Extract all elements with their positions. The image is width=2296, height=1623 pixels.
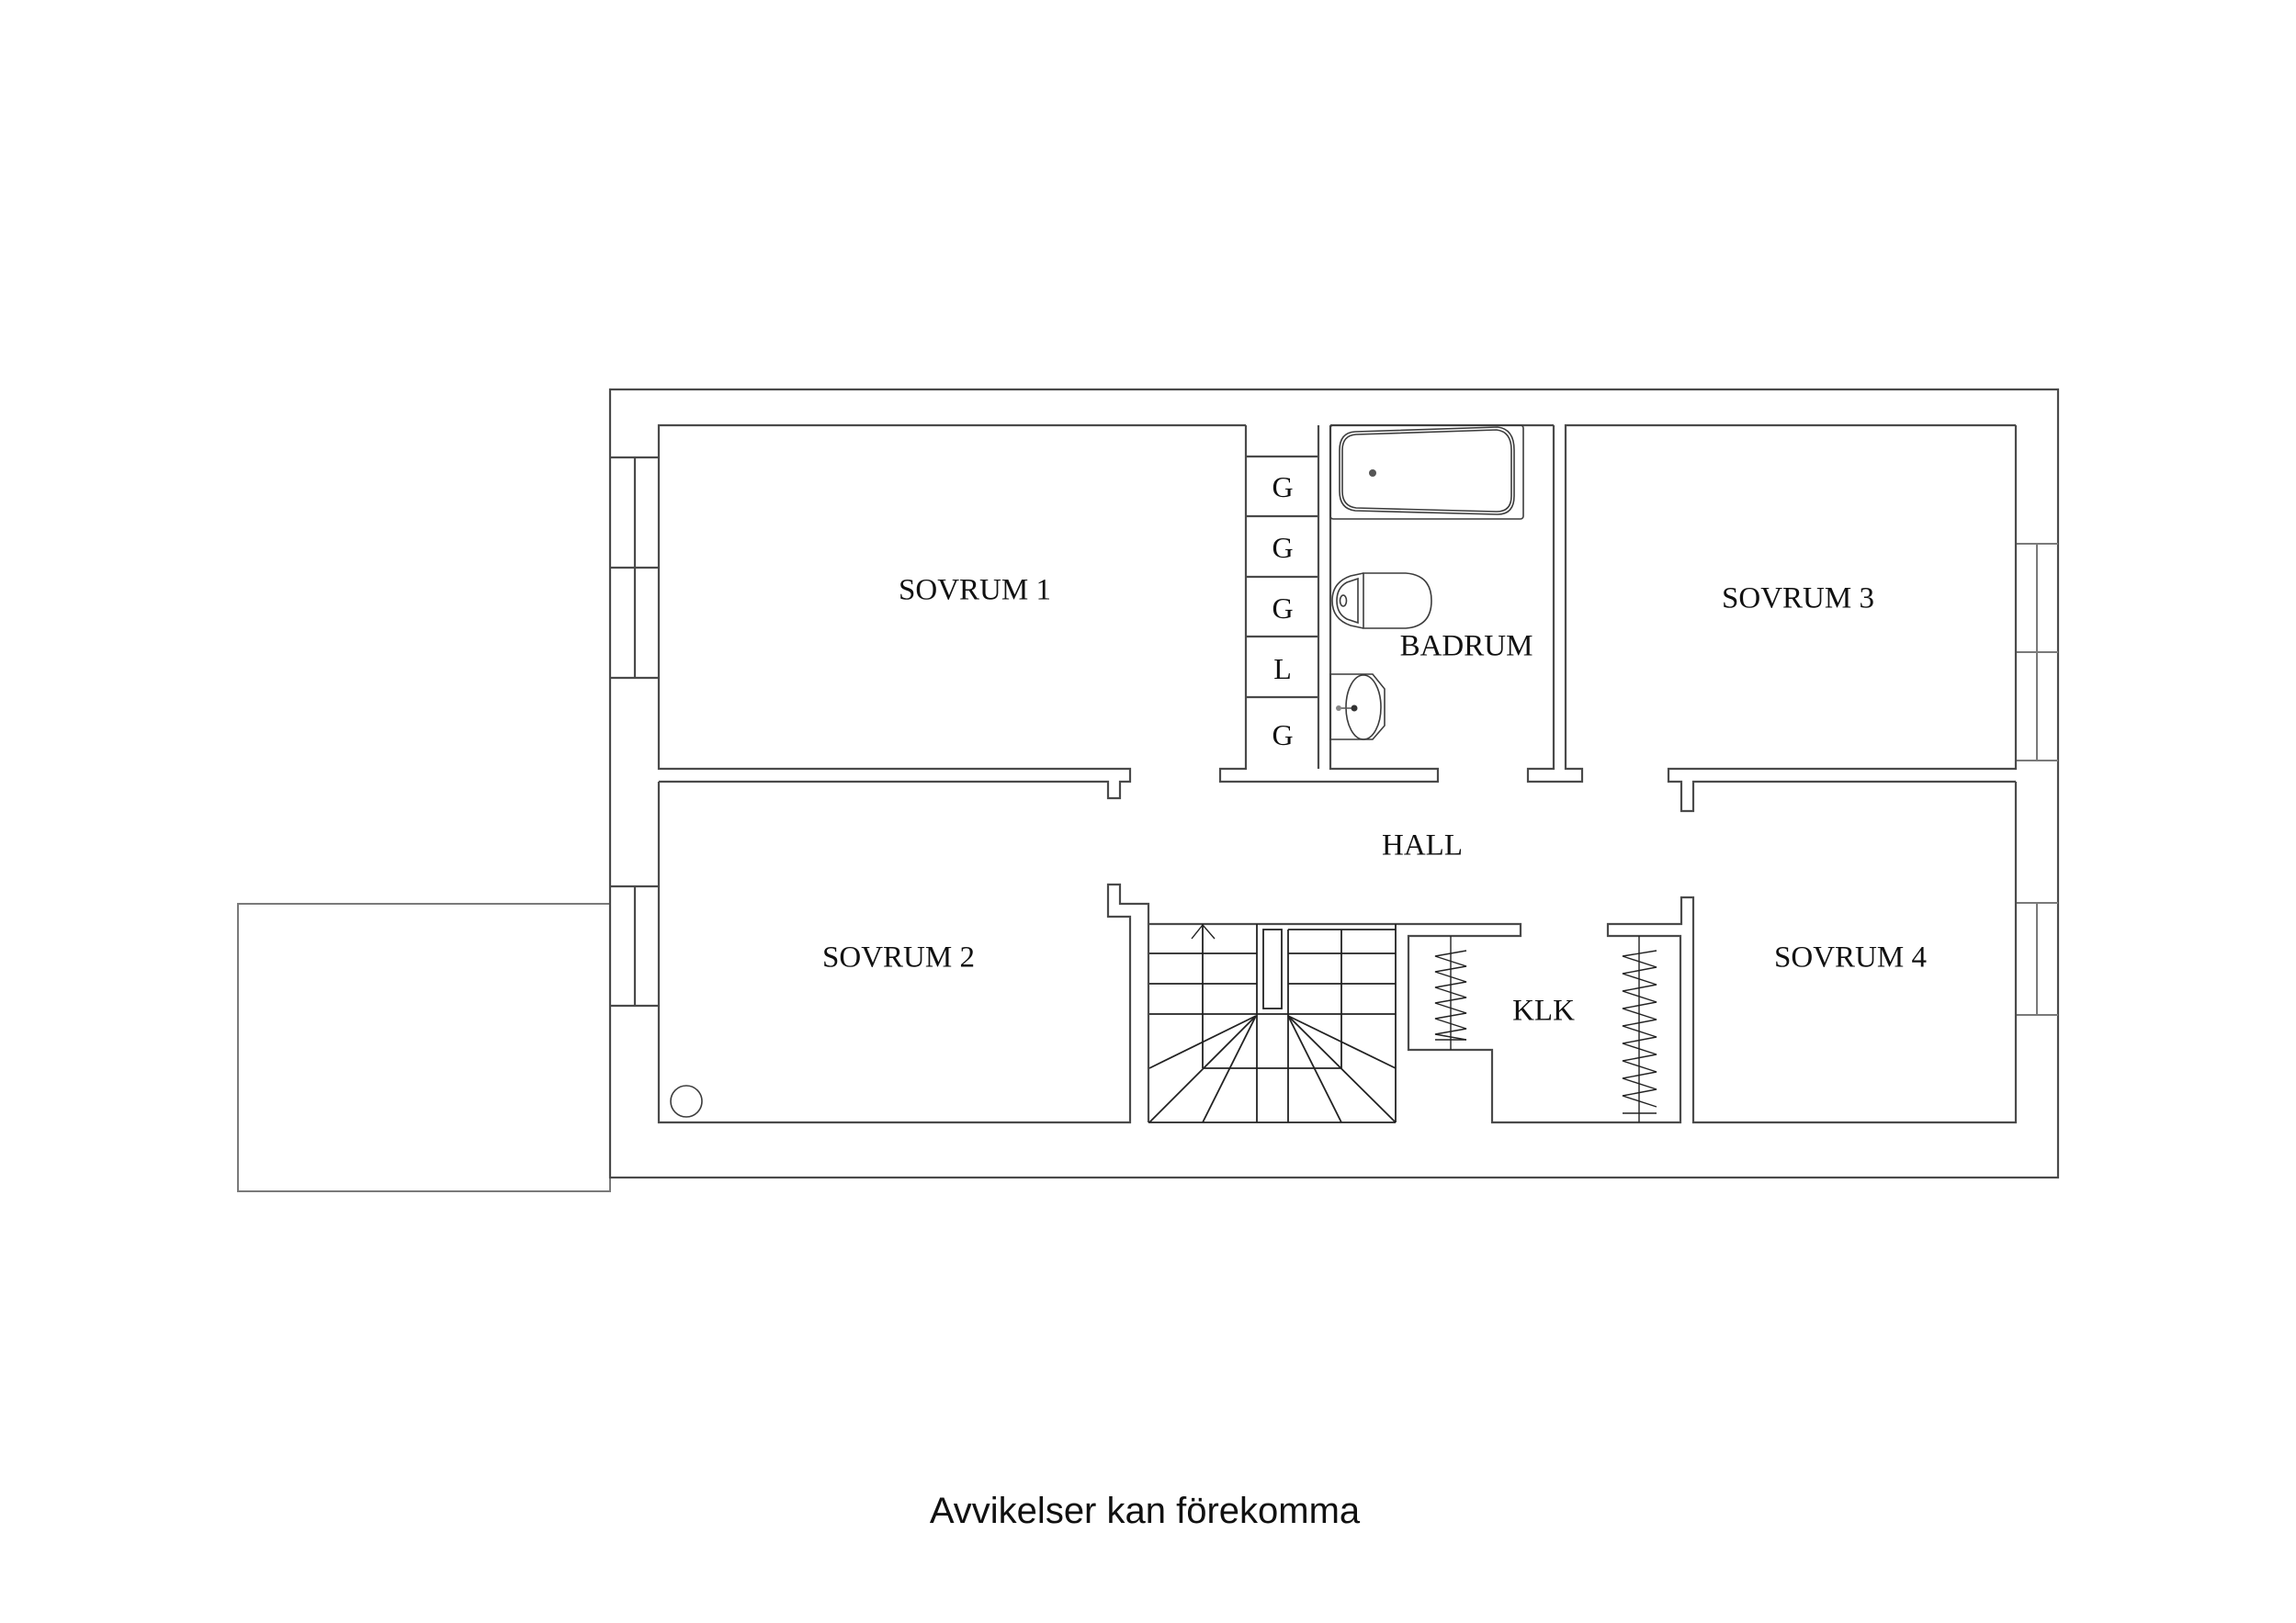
wardrobe-icon: [1434, 936, 1467, 1050]
window-sovrum4: [2016, 902, 2058, 1016]
wardrobe-icon: [1622, 936, 1657, 1122]
closet-label: G: [1272, 718, 1294, 751]
room-label-hall: HALL: [1382, 828, 1463, 862]
toilet-icon: [1331, 572, 1432, 629]
closet-label: G: [1272, 592, 1294, 625]
sovrum3-walls: [1667, 425, 2018, 813]
closet-block: [1218, 423, 1554, 783]
room-label-badrum: BADRUM: [1399, 629, 1533, 663]
closet-label: L: [1273, 652, 1292, 685]
bathtub-icon: [1329, 424, 1524, 520]
staircase-icon: [1148, 924, 1397, 1123]
window-sovrum1: [610, 456, 659, 680]
room-label-klk: KLK: [1512, 994, 1575, 1028]
sink-icon: [1329, 673, 1386, 740]
window-sovrum3: [2016, 543, 2058, 761]
closet-label: G: [1272, 470, 1294, 503]
stair-arrow-icon: [1191, 924, 1216, 940]
room-label-sovrum-1: SOVRUM 1: [899, 573, 1051, 607]
badrum-right-wall: [1526, 423, 2016, 783]
chimney-icon: [670, 1085, 703, 1118]
closet-label: G: [1272, 531, 1294, 564]
window-sovrum2: [610, 885, 659, 1008]
sovrum2-walls: [657, 782, 1150, 1124]
disclaimer-text: Avvikelser kan förekomma: [929, 1491, 1361, 1531]
outer-wall: [608, 388, 2060, 1179]
balcony-outline: [237, 903, 611, 1192]
sovrum4-walls: [1148, 782, 2018, 1124]
room-label-sovrum-4: SOVRUM 4: [1774, 941, 1927, 975]
sovrum1-walls: [657, 423, 1246, 800]
room-label-sovrum-2: SOVRUM 2: [822, 941, 975, 975]
room-label-sovrum-3: SOVRUM 3: [1722, 581, 1874, 615]
